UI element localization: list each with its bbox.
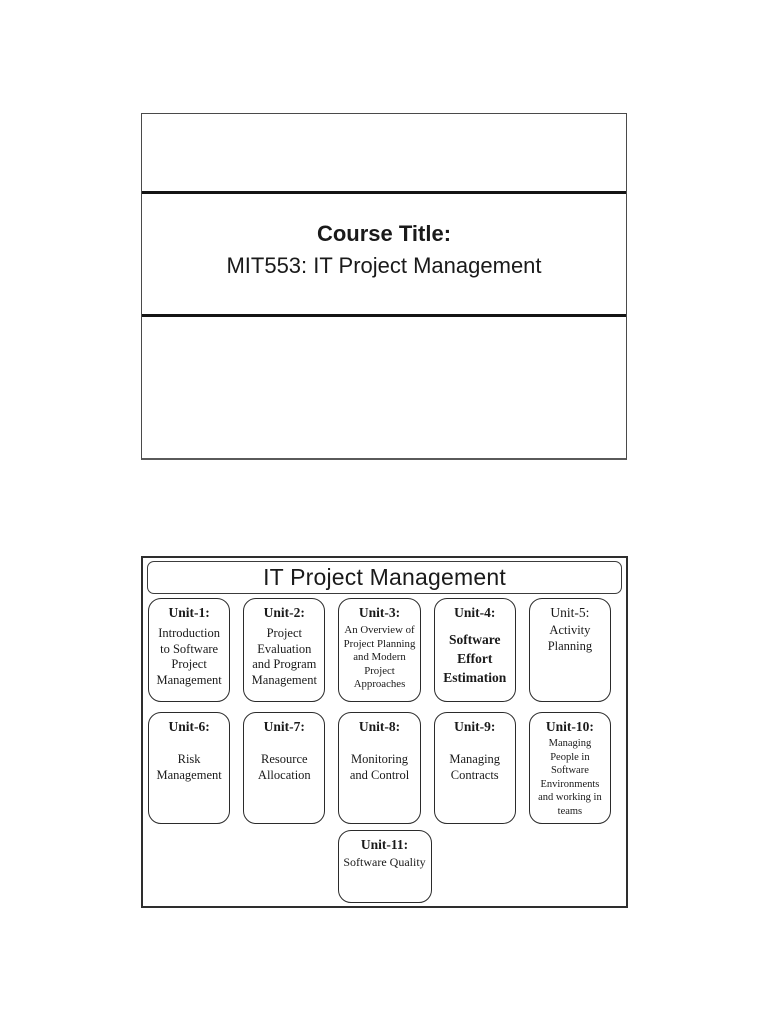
unit-9-body: Managing Contracts bbox=[449, 752, 501, 782]
unit-overview-slide: IT Project Management Unit-1: Introducti… bbox=[141, 556, 628, 908]
course-title-value: MIT553: IT Project Management bbox=[226, 253, 542, 278]
slide-title-banner: IT Project Management bbox=[147, 561, 622, 594]
unit-box-3: Unit-3: An Overview of Project Planning … bbox=[338, 598, 421, 702]
unit-box-1: Unit-1: Introduction to Software Project… bbox=[148, 598, 231, 702]
unit-box-9: Unit-9: Managing Contracts bbox=[433, 712, 516, 824]
title-slide: Course Title: MIT553: IT Project Managem… bbox=[141, 113, 627, 460]
units-row-2: Unit-6: Risk Management Unit-7: Resource… bbox=[143, 712, 626, 824]
unit-3-body: An Overview of Project Planning and Mode… bbox=[343, 624, 416, 690]
unit-3-label: Unit-3: bbox=[358, 605, 401, 620]
units-row-1: Unit-1: Introduction to Software Project… bbox=[143, 598, 626, 702]
unit-11-label: Unit-11: bbox=[360, 837, 409, 852]
units-row-3: Unit-11: Software Quality bbox=[143, 830, 626, 903]
unit-5-label: Unit-5: bbox=[550, 605, 590, 620]
unit-6-body: Risk Management bbox=[156, 752, 222, 782]
unit-11-body: Software Quality bbox=[343, 855, 426, 869]
unit-box-6: Unit-6: Risk Management bbox=[148, 712, 231, 824]
unit-9-label: Unit-9: bbox=[454, 719, 496, 734]
unit-box-10: Unit-10: Managing People in Software Env… bbox=[528, 712, 612, 824]
slide-title: IT Project Management bbox=[263, 564, 506, 590]
unit-1-label: Unit-1: bbox=[168, 605, 210, 620]
unit-2-body: Project Evaluation and Program Managemen… bbox=[251, 626, 317, 687]
unit-box-11: Unit-11: Software Quality bbox=[337, 830, 432, 903]
unit-box-7: Unit-7: Resource Allocation bbox=[243, 712, 326, 824]
unit-8-body: Monitoring and Control bbox=[349, 752, 410, 782]
unit-7-body: Resource Allocation bbox=[257, 752, 311, 782]
title-slide-text-block: Course Title: MIT553: IT Project Managem… bbox=[142, 194, 626, 317]
unit-2-label: Unit-2: bbox=[263, 605, 305, 620]
unit-10-label: Unit-10: bbox=[545, 719, 594, 734]
unit-box-5: Unit-5: Activity Planning bbox=[528, 598, 612, 702]
unit-8-label: Unit-8: bbox=[358, 719, 401, 734]
unit-box-2: Unit-2: Project Evaluation and Program M… bbox=[243, 598, 326, 702]
unit-4-label: Unit-4: bbox=[454, 605, 496, 620]
unit-box-8: Unit-8: Monitoring and Control bbox=[338, 712, 421, 824]
title-slide-empty-top bbox=[142, 114, 626, 194]
course-title-label: Course Title: bbox=[316, 221, 452, 246]
unit-10-body: Managing People in Software Environments… bbox=[538, 738, 602, 817]
unit-box-4: Unit-4: Software Effort Estimation bbox=[433, 598, 516, 702]
unit-1-body: Introduction to Software Project Managem… bbox=[156, 626, 222, 687]
unit-6-label: Unit-6: bbox=[168, 719, 210, 734]
unit-4-body: Software Effort Estimation bbox=[443, 632, 507, 685]
unit-5-body: Activity Planning bbox=[547, 623, 593, 653]
unit-7-label: Unit-7: bbox=[263, 719, 305, 734]
